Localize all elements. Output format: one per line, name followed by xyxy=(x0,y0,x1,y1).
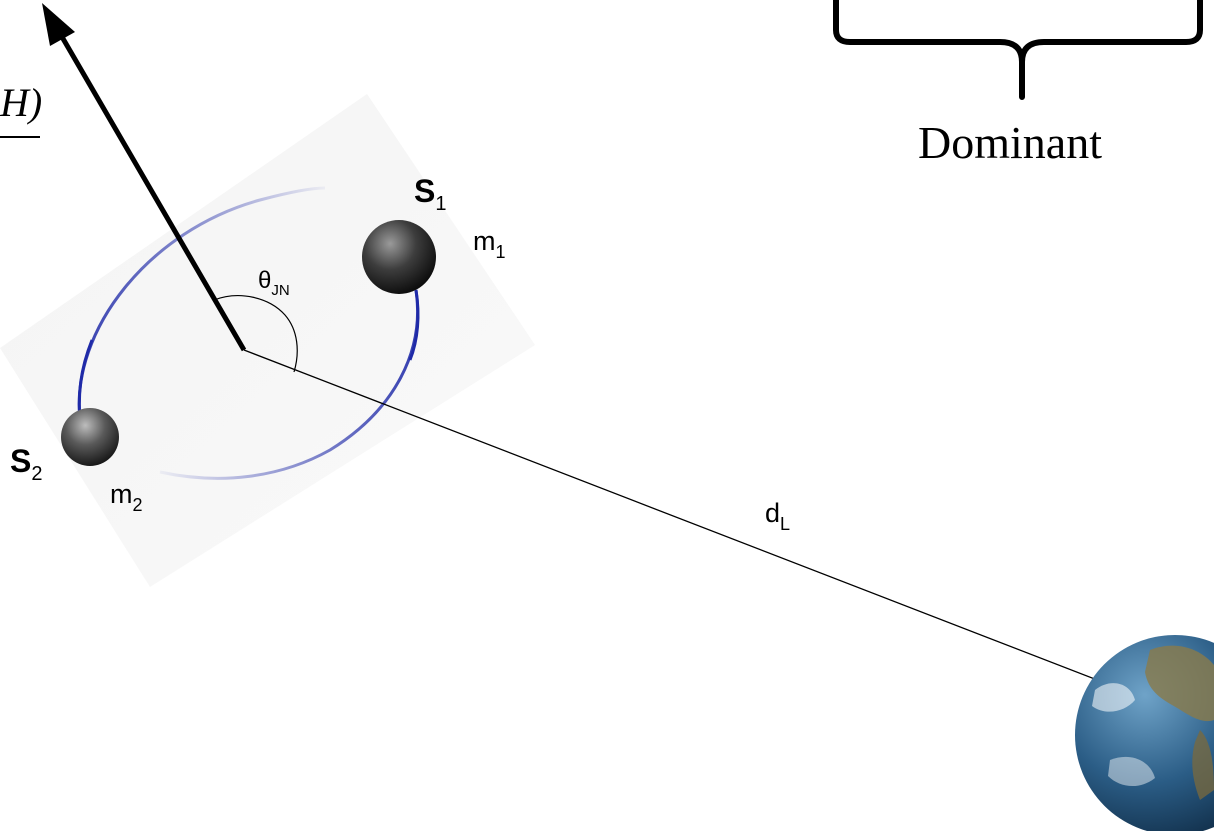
spin-2-label: S2 xyxy=(10,443,42,485)
equation-fragment: H) xyxy=(0,80,42,137)
line-of-sight xyxy=(244,350,1180,712)
brace xyxy=(836,0,1200,97)
spin-1-label: S1 xyxy=(414,173,446,215)
brace-caption: Dominant xyxy=(918,117,1102,168)
mass-1-label: m1 xyxy=(473,226,506,262)
luminosity-distance-label: dL xyxy=(765,498,790,534)
svg-text:H): H) xyxy=(0,80,42,125)
orbital-plane xyxy=(0,94,535,587)
mass-body-1-icon xyxy=(362,220,436,294)
mass-body-2-icon xyxy=(61,408,119,466)
earth-globe-icon xyxy=(1075,635,1214,831)
